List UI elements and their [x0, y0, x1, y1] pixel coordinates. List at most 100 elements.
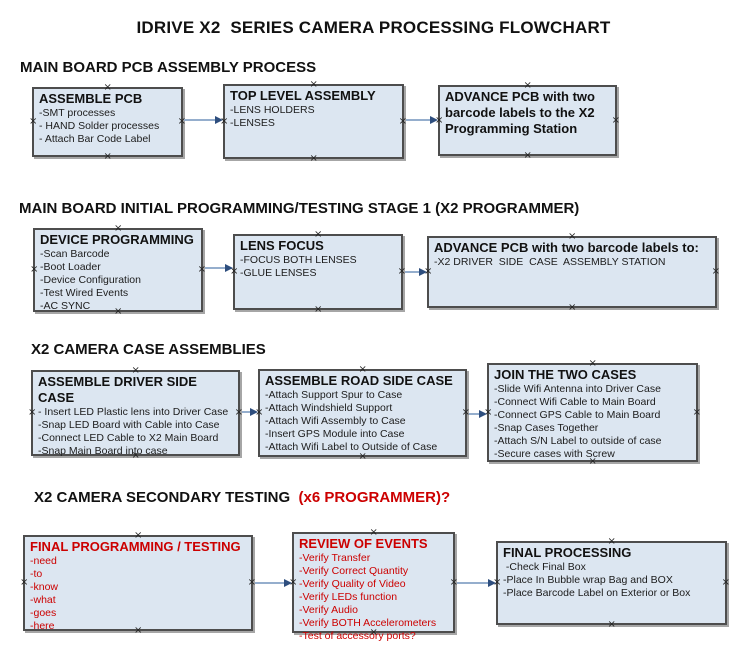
box-item: -SMT processes — [39, 107, 116, 119]
box-item: -X2 DRIVER SIDE CASE ASSEMBLY STATION — [434, 256, 666, 268]
box-assemble-road-side-case: ASSEMBLE ROAD SIDE CASE -Attach Support … — [255, 365, 470, 462]
section-heading-main-board-pcb: MAIN BOARD PCB ASSEMBLY PROCESS — [20, 59, 317, 76]
box-advance-pcb-to-case-assembly: ADVANCE PCB with two barcode labels to: … — [424, 231, 720, 313]
arrow-head-icon — [250, 408, 258, 416]
box-title: REVIEW OF EVENTS — [299, 536, 428, 551]
box-advance-pcb-to-programming-station: ADVANCE PCB with two barcode labels to t… — [435, 80, 620, 161]
flow-connector-1 — [184, 116, 223, 124]
box-item: -Connect GPS Cable to Main Board — [494, 409, 661, 421]
connection-handle-icon: × — [358, 451, 367, 462]
box-item: -GLUE LENSES — [240, 267, 317, 279]
section-heading-secondary-testing: X2 CAMERA SECONDARY TESTING (x6 PROGRAMM… — [34, 489, 450, 506]
box-item: -FOCUS BOTH LENSES — [240, 254, 357, 266]
connection-handle-icon: × — [309, 153, 318, 164]
box-item: -need — [30, 555, 57, 567]
box-item: -Place Barcode Label on Exterior or Box — [503, 587, 691, 599]
box-join-the-two-cases: JOIN THE TWO CASES -Slide Wifi Antenna i… — [484, 359, 701, 467]
box-assemble-driver-side-case: ASSEMBLE DRIVER SIDE CASE - Insert LED P… — [28, 365, 243, 461]
connection-handle-icon: × — [607, 536, 616, 547]
box-title: ASSEMBLE PCB — [39, 91, 143, 106]
box-title: FINAL PROGRAMMING / TESTING — [30, 539, 241, 554]
box-lens-focus: LENS FOCUS -FOCUS BOTH LENSES -GLUE LENS… — [230, 229, 406, 315]
box-item: -Scan Barcode — [40, 248, 110, 260]
box-item: -what — [30, 594, 56, 606]
connection-handle-icon: × — [28, 407, 37, 418]
connection-handle-icon: × — [523, 150, 532, 161]
box-item: -Device Configuration — [40, 274, 141, 286]
box-item: -here — [30, 620, 55, 632]
connection-handle-icon: × — [314, 229, 323, 240]
box-item: -Attach Support Spur to Case — [265, 389, 403, 401]
connection-handle-icon: × — [309, 79, 318, 90]
connection-handle-icon: × — [692, 406, 701, 418]
connection-handle-icon: × — [30, 264, 39, 275]
box-item: - Insert LED Plastic lens into Driver Ca… — [38, 406, 229, 418]
connector-line — [405, 271, 422, 273]
box-assemble-pcb: ASSEMBLE PCB -SMT processes - HAND Solde… — [29, 82, 186, 162]
box-item: -to — [30, 568, 43, 580]
box-item: -Connect LED Cable to X2 Main Board — [38, 432, 219, 444]
box-item: -Snap LED Board with Cable into Case — [38, 419, 220, 431]
connector-line — [184, 119, 218, 121]
connection-handle-icon: × — [523, 80, 532, 91]
box-item: -Attach Windshield Support — [265, 402, 393, 414]
box-item: -Attach S/N Label to outside of case — [494, 435, 662, 447]
connection-handle-icon: × — [369, 527, 378, 538]
connection-handle-icon: × — [29, 116, 38, 127]
box-title: ADVANCE PCB with two barcode labels to: — [434, 240, 699, 255]
box-item: -Insert GPS Module into Case — [265, 428, 405, 440]
box-final-processing: FINAL PROCESSING -Check Final Box -Place… — [493, 536, 730, 630]
box-device-programming: DEVICE PROGRAMMING -Scan Barcode -Boot L… — [30, 223, 206, 317]
arrow-head-icon — [430, 116, 438, 124]
connection-handle-icon: × — [114, 223, 123, 234]
arrow-head-icon — [479, 410, 487, 418]
box-top-level-assembly: TOP LEVEL ASSEMBLY -LENS HOLDERS -LENSES… — [220, 79, 407, 164]
arrow-head-icon — [284, 579, 292, 587]
flow-connector-4 — [405, 268, 427, 276]
box-item: -Test of accessory ports? — [299, 630, 416, 642]
box-item: -Boot Loader — [40, 261, 101, 273]
box-item: -Connect Wifi Cable to Main Board — [494, 396, 656, 408]
flow-connector-3 — [205, 264, 233, 272]
box-item: -Verify Correct Quantity — [299, 565, 409, 577]
arrow-head-icon — [419, 268, 427, 276]
section-heading-secondary-testing-text: X2 CAMERA SECONDARY TESTING — [34, 489, 299, 506]
box-item: - Attach Bar Code Label — [39, 133, 151, 145]
connection-handle-icon: × — [607, 619, 616, 630]
connection-handle-icon: × — [103, 82, 112, 93]
connection-handle-icon: × — [103, 151, 112, 162]
box-title: ASSEMBLE DRIVER SIDE CASE — [38, 374, 197, 405]
flow-connector-8 — [457, 579, 496, 587]
box-review-of-events: REVIEW OF EVENTS -Verify Transfer -Verif… — [289, 527, 458, 643]
box-item: -Check Final Box — [503, 561, 586, 573]
box-item: -Test Wired Events — [40, 287, 129, 299]
flow-connector-6 — [469, 410, 487, 418]
box-title: FINAL PROCESSING — [503, 545, 632, 560]
connection-handle-icon: × — [568, 231, 577, 242]
connector-line — [242, 411, 253, 413]
connection-handle-icon: × — [134, 530, 143, 541]
connection-handle-icon: × — [20, 577, 29, 588]
box-item: - HAND Solder processes — [39, 120, 160, 132]
flow-connector-7 — [255, 579, 292, 587]
page-title: IDRIVE X2 SERIES CAMERA PROCESSING FLOWC… — [136, 18, 611, 37]
box-title: ASSEMBLE ROAD SIDE CASE — [265, 373, 453, 388]
arrow-head-icon — [225, 264, 233, 272]
box-title: JOIN THE TWO CASES — [494, 367, 637, 382]
box-item: -Verify Audio — [299, 604, 358, 616]
box-title: DEVICE PROGRAMMING — [40, 232, 194, 247]
box-item: -Slide Wifi Antenna into Driver Case — [494, 383, 661, 395]
box-item: -Snap Main Board into case — [38, 445, 168, 457]
box-item: -know — [30, 581, 59, 593]
box-item: -AC SYNC — [40, 300, 91, 312]
connector-line — [469, 413, 482, 415]
connection-handle-icon: × — [711, 266, 720, 277]
connection-handle-icon: × — [131, 365, 140, 376]
box-title: LENS FOCUS — [240, 238, 324, 253]
connector-line — [457, 582, 491, 584]
box-item: -goes — [30, 607, 57, 619]
box-item: -Verify BOTH Accelerometers — [299, 617, 437, 629]
flow-connector-5 — [242, 408, 258, 416]
box-item: -LENSES — [230, 117, 275, 129]
